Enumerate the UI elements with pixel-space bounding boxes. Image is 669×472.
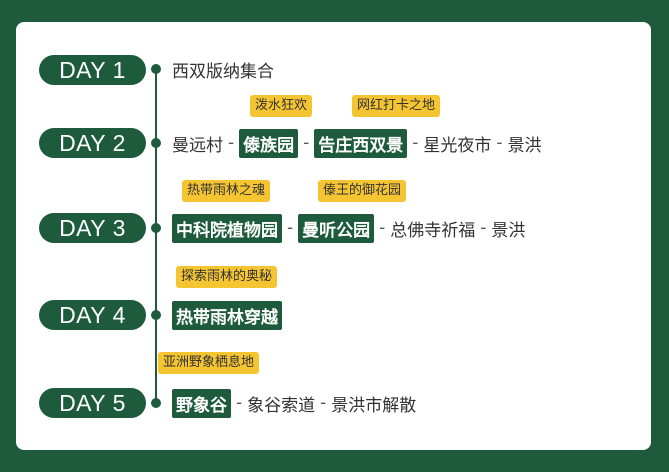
day-5-stop-1: 野象谷 — [172, 388, 231, 418]
route-separator: - — [412, 133, 419, 153]
day-2-stop-1: 曼远村 — [172, 135, 223, 156]
route-separator: - — [228, 133, 235, 153]
day-2-stop-4: 星光夜市 — [423, 135, 492, 156]
day-3-route: 中科院植物园 - 曼听公园 - 总佛寺祈福 - 景洪 — [172, 213, 526, 243]
day-1-dot — [151, 64, 161, 74]
day-3-stop-4: 景洪 — [491, 220, 526, 241]
day-3-stop-3: 总佛寺祈福 — [390, 220, 476, 241]
day-5-stop-3: 景洪市解散 — [331, 395, 417, 416]
day-3-dot — [151, 223, 161, 233]
route-separator: - — [379, 218, 386, 238]
day-1-route: 西双版纳集合 — [172, 55, 274, 83]
day-2-route: 曼远村 - 傣族园 - 告庄西双景 - 星光夜市 - 景洪 — [172, 128, 542, 158]
day-2-tag-2: 网红打卡之地 — [352, 95, 441, 117]
timeline-line — [155, 70, 157, 404]
day-2-stop-2: 傣族园 — [239, 128, 299, 158]
day-4-route: 热带雨林穿越 — [172, 300, 282, 330]
day-3-tag-2: 傣王的御花园 — [318, 180, 407, 202]
day-3-stop-2: 曼听公园 — [298, 213, 375, 243]
route-separator: - — [496, 133, 503, 153]
route-separator: - — [287, 218, 294, 238]
day-4-badge: DAY 4 — [39, 300, 146, 330]
day-3-stop-1: 中科院植物园 — [172, 213, 282, 243]
day-4-tag-1: 探索雨林的奥秘 — [176, 266, 278, 288]
day-4-stop-1: 热带雨林穿越 — [172, 300, 282, 330]
day-2-badge: DAY 2 — [39, 128, 146, 158]
route-separator: - — [303, 133, 310, 153]
day-5-route: 野象谷 - 象谷索道 - 景洪市解散 — [172, 388, 417, 418]
route-separator: - — [480, 218, 487, 238]
day-5-stop-2: 象谷索道 — [247, 395, 316, 416]
day-5-dot — [151, 398, 161, 408]
day-1-badge: DAY 1 — [39, 55, 146, 85]
day-1-stop-1: 西双版纳集合 — [172, 61, 274, 82]
day-2-tag-1: 泼水狂欢 — [250, 95, 313, 117]
day-4-dot — [151, 310, 161, 320]
route-separator: - — [236, 393, 243, 413]
day-3-badge: DAY 3 — [39, 213, 146, 243]
day-5-badge: DAY 5 — [39, 388, 146, 418]
day-2-stop-3: 告庄西双景 — [314, 128, 408, 158]
day-5-tag-1: 亚洲野象栖息地 — [158, 352, 260, 374]
route-separator: - — [320, 393, 327, 413]
day-2-stop-5: 景洪 — [507, 135, 542, 156]
day-3-tag-1: 热带雨林之魂 — [182, 180, 271, 202]
day-2-dot — [151, 138, 161, 148]
